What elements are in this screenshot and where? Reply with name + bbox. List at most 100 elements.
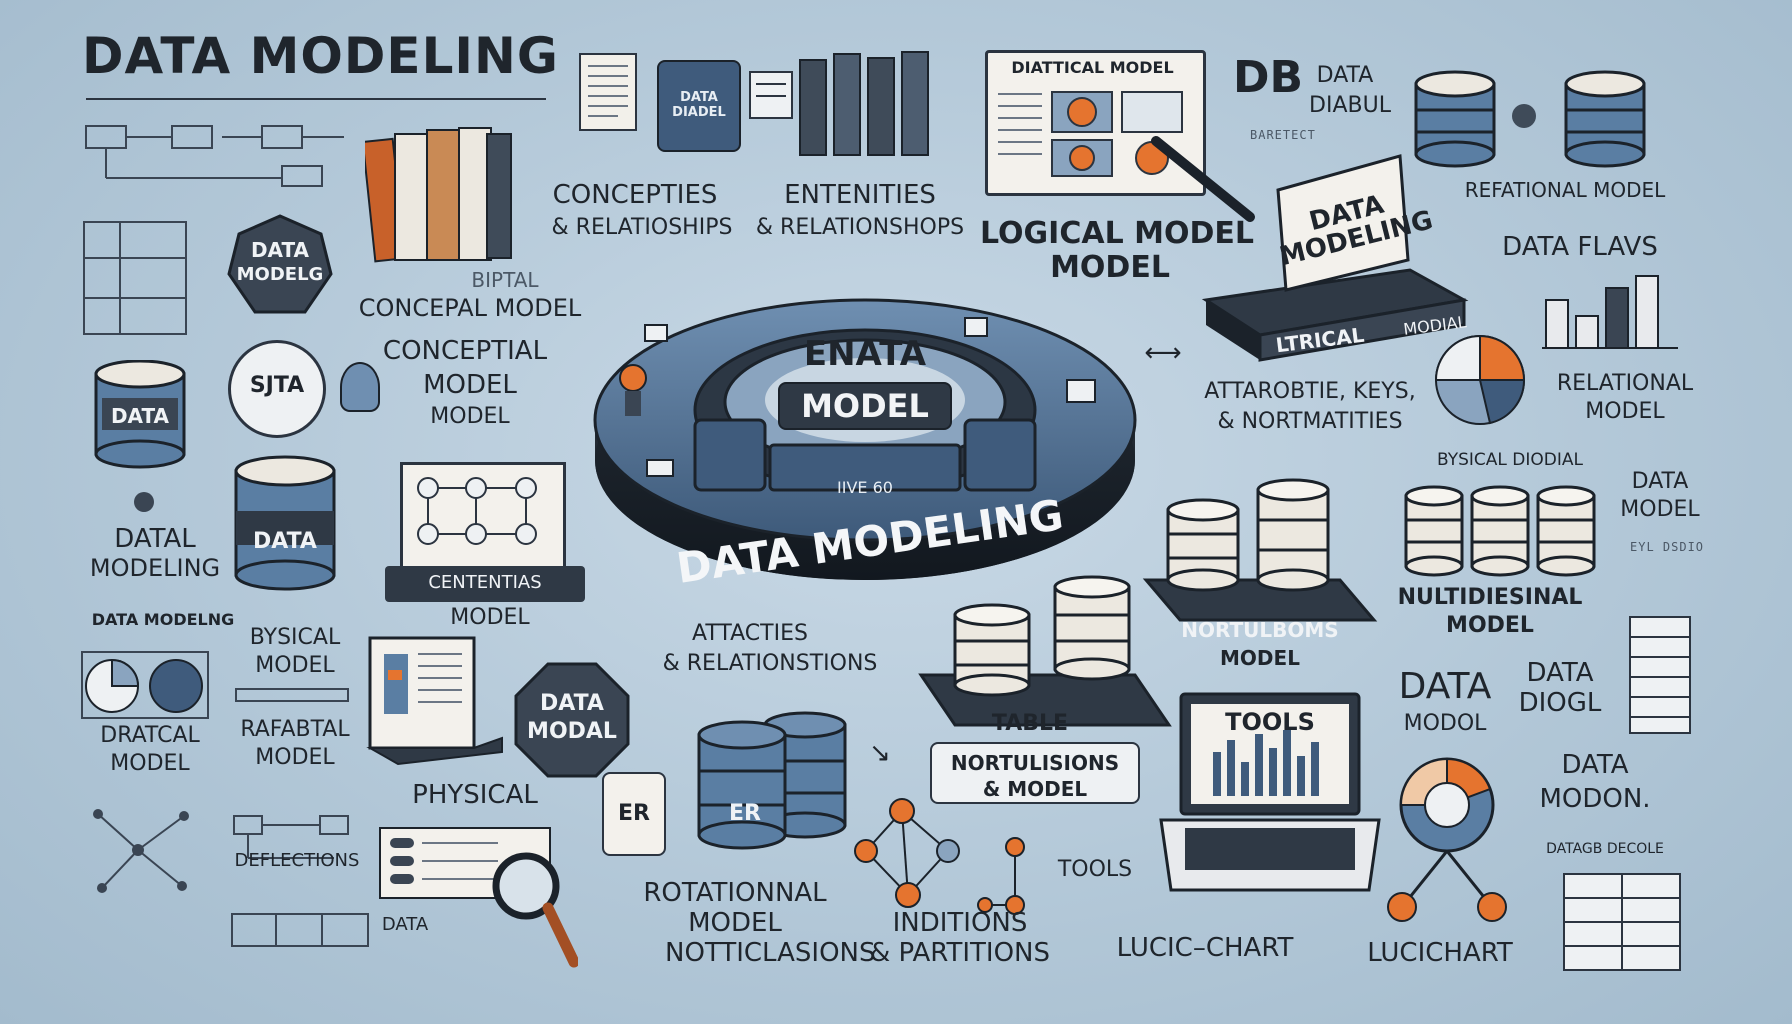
database-cylinder-icon [94, 360, 186, 469]
nortulisions-badge: NORTULISIONS & MODEL [930, 742, 1140, 804]
database-cylinder-icon [234, 455, 336, 591]
model-right-label: MODOL [1403, 711, 1487, 736]
data-modeling-board [1201, 154, 1469, 362]
document-icon [579, 53, 637, 131]
data-model-book-line2: DIADEL [672, 105, 726, 120]
table-label: TABLE [991, 711, 1069, 736]
biptal-label: BIPTAL [471, 268, 539, 292]
attacties-label-1: ATTACTIES [692, 621, 808, 646]
sjta-label: SJTA [249, 373, 305, 398]
bar-chart-icon [1542, 275, 1678, 349]
arrow-icon: ↘ [869, 738, 891, 768]
bysical-model-label-1: BYSICAL [249, 625, 341, 650]
rotational-model-label-1: ROTATIONNAL [643, 878, 827, 908]
nortulisions-label-2: & MODEL [982, 777, 1088, 801]
data-modon-label-2: MODON. [1539, 784, 1651, 814]
er-cylinder-label: ER [729, 801, 761, 826]
centerntias-plate [385, 566, 585, 602]
nortulboms-label-1: NORTULBOMS [1181, 618, 1339, 642]
data-cylinder-label-2: DATA [253, 529, 317, 554]
page-title: DATA MODELING [82, 27, 559, 85]
deflections-label: DEFLECTIONS [234, 850, 360, 871]
document-laptop-icon [366, 636, 503, 766]
table-grid-icon [1629, 616, 1691, 734]
bysical-divider [235, 688, 349, 702]
data-modelg-circle [227, 214, 333, 314]
data-modal-octagon-label-1: DATA [540, 691, 604, 716]
logical-model-label-2: MODEL [1050, 250, 1170, 285]
bysical-diodial-label: BYSICAL DIODIAL [1437, 450, 1583, 470]
er-cylinders-icon [697, 711, 847, 850]
attacties-label-2: & RELATIONSTIONS [662, 651, 878, 676]
data-right-label: DATA [1398, 666, 1492, 707]
rafabtal-model-label-1: RAFABTAL [240, 717, 350, 742]
small-tree-icon [977, 837, 1025, 915]
center-tag: IIVE 60 [837, 478, 893, 497]
data-model-book: DATA DIADEL [657, 60, 741, 152]
attributes-keys-label: ATTAROBTIE, KEYS, [1204, 379, 1416, 404]
normalities-label: & NORTMATITIES [1217, 409, 1403, 434]
small-dot-icon [134, 492, 154, 512]
diattical-model-diagram [998, 91, 1183, 177]
diattical-model-label: DIATTICAL MODEL [1011, 58, 1174, 77]
flowchart-sketch [85, 125, 344, 187]
data-model-right-subtext: EYL DSDIO [1630, 540, 1705, 554]
relationships-label-2: & RELATIONSHOPS [755, 215, 965, 240]
database-platform [1142, 478, 1378, 622]
relationships-diagram [417, 477, 537, 545]
centerntias-label-2: MODEL [450, 605, 530, 630]
nortulboms-label-2: MODEL [1220, 646, 1300, 670]
inditions-label-1: INDITIONS [892, 908, 1028, 938]
rafabtal-model-label-2: MODEL [255, 745, 335, 770]
concepties-label: CONCEPTIES [552, 180, 718, 210]
relationships-label-1: & RELATIOSHIPS [551, 215, 733, 240]
data-diogl-label-1: DATA [1526, 658, 1594, 688]
nortulisions-label-1: NORTULISIONS [950, 751, 1120, 775]
data-modon-label-1: DATA [1561, 750, 1629, 780]
datalcal-model-label-2: MODEL [110, 751, 190, 776]
data-small-label: DATA [381, 914, 429, 935]
multidiesinal-label-1: NULTIDIESINAL [1397, 585, 1583, 610]
inditions-label-2: & PARTITIONS [869, 938, 1051, 968]
data-cylinder-label-1: DATA [110, 404, 170, 428]
bysical-model-label-2: MODEL [255, 653, 335, 678]
rotational-model-label-2: MODEL [688, 908, 782, 938]
tools-laptop-label: TOOLS [1225, 708, 1315, 736]
data-modelg-label-2: MODELG [236, 264, 324, 285]
relational-model-right-label-1: RELATIONAL [1556, 371, 1694, 396]
logical-model-label-1: LOGICAL MODEL [980, 216, 1254, 251]
database-cylinder-icon [1414, 70, 1496, 168]
card-icon [749, 71, 793, 119]
table-row-sketch [231, 913, 369, 947]
pie-chart-icon [81, 651, 209, 719]
pen-icon [1151, 136, 1255, 222]
table-grid-icon [1563, 873, 1681, 971]
multidiesinal-label-2: MODEL [1446, 613, 1534, 638]
data-model-book-line1: DATA [680, 90, 718, 105]
data-modal-octagon-label-2: MODAL [527, 719, 617, 744]
lucic-chart-label: LUCIC–CHART [1116, 933, 1294, 963]
datagb-decole-label: DATAGB DECOLE [1546, 841, 1664, 857]
network-graph-icon [854, 798, 960, 908]
conceptial-label-2: MODEL [423, 370, 517, 400]
data-diogl-label-2: DIOGL [1518, 688, 1602, 718]
entenities-label: ENTENITIES [784, 180, 936, 210]
double-arrow-icon: ⟷ [1144, 338, 1182, 368]
magnifier-document-icon [379, 827, 578, 968]
laptop-icon [1159, 692, 1381, 892]
donut-tree-icon [1387, 757, 1507, 922]
tools-label: TOOLS [1057, 857, 1133, 882]
concepal-model-label: CONCEPAL MODEL [358, 294, 582, 322]
data-model-right-label-2: MODEL [1620, 497, 1700, 522]
data-modal-octagon [514, 662, 630, 778]
binder-row-icon [799, 51, 929, 156]
title-underline [86, 98, 546, 100]
conceptial-label-3: MODEL [430, 404, 510, 429]
node-graph-sketch [93, 809, 189, 893]
data-modelng-label: DATA MODELNG [91, 610, 235, 629]
conceptial-label-1: CONCEPTIAL [382, 336, 548, 366]
deflections-sketch [233, 815, 349, 859]
er-box: ER [602, 772, 666, 856]
gear-icon [1512, 104, 1536, 128]
datalcal-model-label-1: DRATCAL [100, 723, 200, 748]
